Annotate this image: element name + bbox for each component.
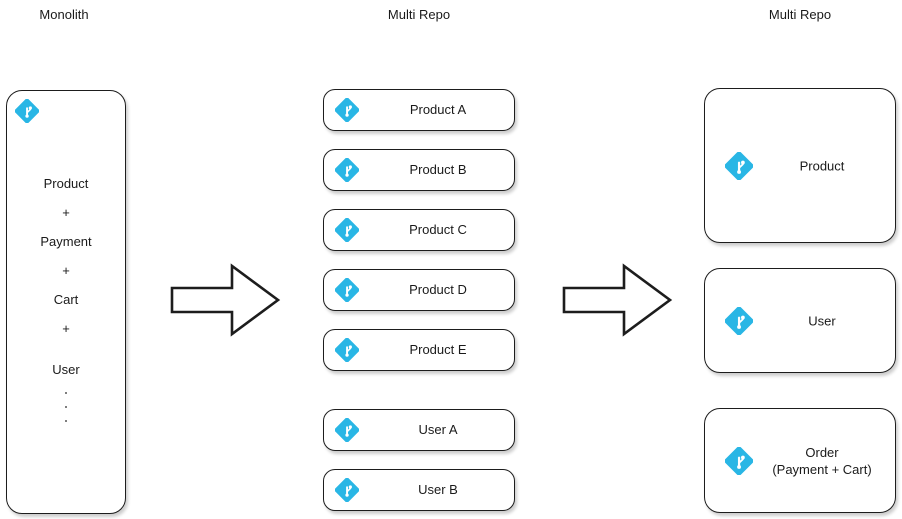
git-icon — [334, 217, 360, 243]
repo-row-product-e[interactable]: Product E — [323, 329, 515, 371]
monolith-box[interactable]: Product + Payment + Cart + User — [6, 90, 126, 514]
monolith-line-payment: Payment — [40, 234, 92, 249]
monolith-plus-1: + — [62, 205, 70, 220]
arrow-multirepo-to-monorepo — [562, 262, 674, 343]
ellipsis-dot — [65, 392, 67, 394]
mono-box-title: Order — [805, 444, 839, 460]
arrow-monolith-to-multirepo — [170, 262, 282, 343]
git-icon — [724, 151, 754, 180]
repo-row-product-c[interactable]: Product C — [323, 209, 515, 251]
mono-box-subtitle: (Payment + Cart) — [772, 461, 872, 477]
mono-box-product[interactable]: Product — [704, 88, 896, 243]
monolith-plus-3: + — [62, 321, 70, 336]
repo-row-user-b[interactable]: User B — [323, 469, 515, 511]
mono-box-title: User — [808, 313, 836, 328]
ellipsis-dot — [65, 420, 67, 422]
git-icon — [14, 98, 40, 124]
monolith-line-product: Product — [43, 176, 89, 191]
repo-row-label: Product B — [409, 162, 467, 177]
column-title-mono-repo: Multi Repo — [768, 7, 832, 22]
monolith-line-cart: Cart — [53, 292, 79, 307]
repo-row-product-b[interactable]: Product B — [323, 149, 515, 191]
repo-row-product-a[interactable]: Product A — [323, 89, 515, 131]
repo-row-label: Product E — [409, 342, 467, 357]
repo-row-product-d[interactable]: Product D — [323, 269, 515, 311]
mono-box-label: Order (Payment + Cart) — [755, 444, 889, 478]
git-icon — [334, 417, 360, 443]
monolith-plus-2: + — [62, 263, 70, 278]
column-title-monolith: Monolith — [39, 7, 89, 22]
git-icon — [334, 157, 360, 183]
mono-box-label: Product — [755, 157, 889, 174]
git-icon — [334, 477, 360, 503]
repo-row-label: Product C — [409, 222, 467, 237]
mono-box-user[interactable]: User — [704, 268, 896, 373]
monolith-ellipsis — [7, 392, 125, 422]
column-title-multi-repo: Multi Repo — [387, 7, 451, 22]
git-icon — [724, 446, 754, 475]
git-icon — [334, 277, 360, 303]
repo-row-label: User B — [418, 482, 458, 497]
monolith-component-stack: Product + Payment + Cart + User — [7, 169, 125, 434]
ellipsis-dot — [65, 406, 67, 408]
git-icon — [334, 97, 360, 123]
git-icon — [724, 306, 754, 335]
mono-box-title: Product — [799, 158, 845, 173]
mono-box-label: User — [755, 312, 889, 329]
repo-row-label: Product A — [409, 102, 467, 117]
monolith-line-user: User — [52, 362, 80, 377]
repo-row-user-a[interactable]: User A — [323, 409, 515, 451]
repo-row-label: User A — [418, 422, 458, 437]
mono-box-order[interactable]: Order (Payment + Cart) — [704, 408, 896, 513]
git-icon — [334, 337, 360, 363]
repo-row-label: Product D — [409, 282, 467, 297]
